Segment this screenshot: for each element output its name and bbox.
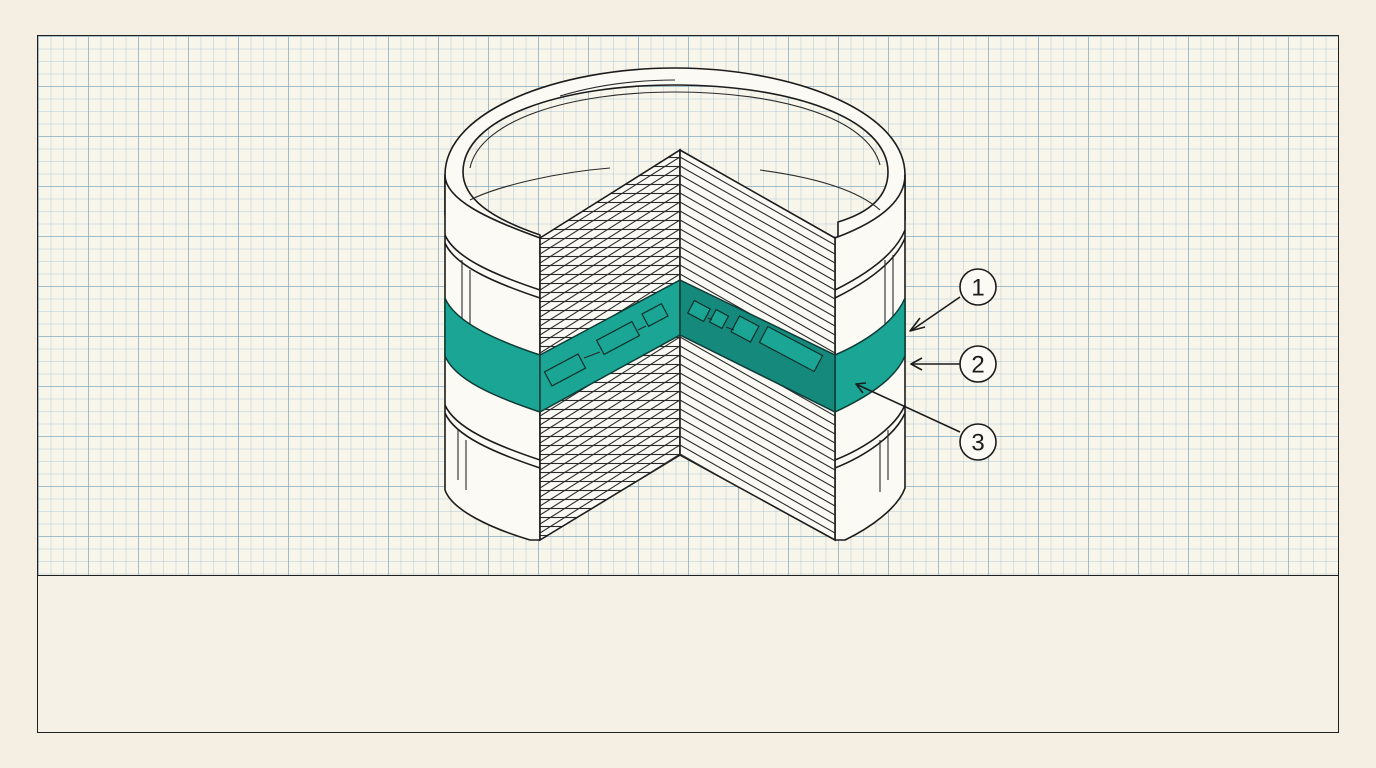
cut-layer-line: [540, 417, 680, 507]
cut-layer-line: [680, 417, 835, 507]
cut-layer-line: [680, 156, 835, 246]
cut-layer-line: [680, 435, 835, 525]
cut-layer-line: [680, 228, 835, 318]
cut-layer-line: [540, 426, 680, 516]
cut-layer-line: [680, 210, 835, 300]
cut-layer-line: [540, 372, 680, 462]
cut-layer-line: [540, 435, 680, 525]
cut-layer-line: [680, 363, 835, 453]
cut-layer-line: [680, 399, 835, 489]
caption-panel: [37, 576, 1339, 733]
cut-layer-line: [540, 381, 680, 471]
cut-layer-line: [540, 399, 680, 489]
cut-layer-line: [540, 345, 680, 435]
cut-layer-line: [680, 255, 835, 345]
cut-layer-line: [680, 372, 835, 462]
cut-layer-line: [540, 174, 680, 264]
cut-layer-line: [680, 183, 835, 273]
callout-1: 1: [909, 268, 997, 332]
callout-circle-2: [959, 345, 997, 383]
cut-layer-line: [540, 408, 680, 498]
cut-layer-line: [680, 192, 835, 282]
cut-layer-line: [540, 255, 680, 345]
cut-layer-line: [680, 444, 835, 534]
cut-layer-line: [540, 237, 680, 327]
layer-components: [543, 299, 824, 387]
cut-layer-line: [680, 165, 835, 255]
cut-layer-line: [540, 156, 680, 246]
cut-layer-line: [540, 165, 680, 255]
cut-layer-line: [540, 336, 680, 426]
cut-layer-line: [540, 210, 680, 300]
cut-layer-line: [680, 174, 835, 264]
callout-number-1: 1: [971, 275, 984, 302]
cut-layer-line: [540, 246, 680, 336]
cut-layer-line: [540, 201, 680, 291]
callout-number-3: 3: [971, 430, 984, 457]
cut-layer-line: [540, 264, 680, 354]
cut-layer-line: [680, 264, 835, 354]
cut-layer-line: [540, 354, 680, 444]
cut-layer-line: [680, 354, 835, 444]
cut-layer-line: [680, 408, 835, 498]
highlighted-layer: [444, 278, 906, 414]
cut-layer-line: [540, 363, 680, 453]
callout-circle-1: [959, 268, 997, 306]
cut-layer-line: [540, 219, 680, 309]
callout-2: 2: [910, 345, 997, 383]
callout-circle-3: [959, 423, 997, 461]
cut-layer-line: [680, 426, 835, 516]
cut-layer-line: [680, 219, 835, 309]
callout-number-2: 2: [971, 352, 984, 379]
cut-layer-line: [680, 237, 835, 327]
cut-layer-line: [680, 246, 835, 336]
cut-layer-line: [540, 183, 680, 273]
cut-layer-line: [680, 381, 835, 471]
cut-layer-line: [680, 345, 835, 435]
cut-layer-line: [680, 201, 835, 291]
cut-layer-line: [540, 192, 680, 282]
cut-layer-line: [540, 390, 680, 480]
cut-layer-line: [540, 228, 680, 318]
cut-layer-line: [540, 444, 680, 534]
cut-layer-line: [680, 336, 835, 426]
cut-layer-line: [680, 390, 835, 480]
callout-3: 3: [855, 382, 997, 461]
